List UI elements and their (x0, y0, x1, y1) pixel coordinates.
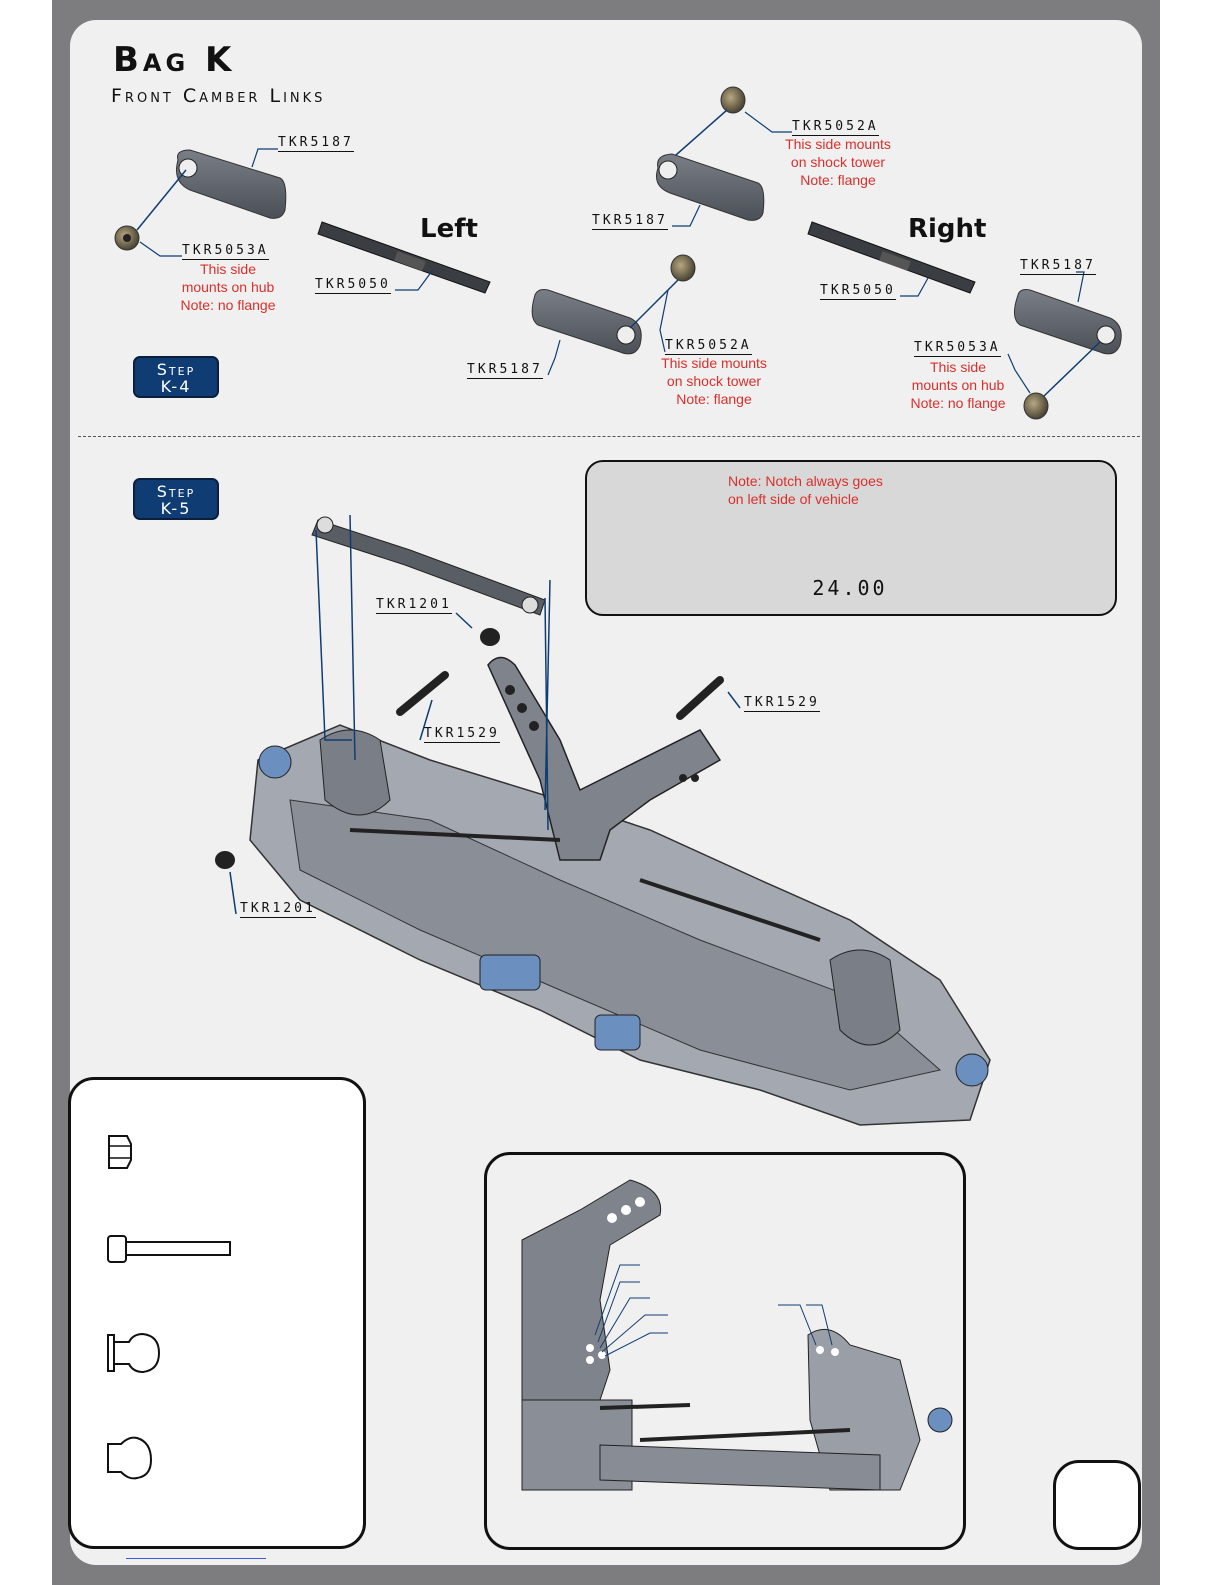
ball-flange-icon (107, 1332, 161, 1374)
locknut-icon (108, 1135, 132, 1169)
hub-note-right: This side mounts on hub Note: no flange (898, 358, 1018, 412)
ball-stud-right (1023, 392, 1049, 420)
part-number-rod-end: TKR5187 (467, 362, 543, 379)
hub-note-line: Note: no flange (180, 297, 276, 313)
hub-note-line: Note: no flange (910, 395, 1006, 411)
link-length-dimension: 24.00 (812, 576, 888, 600)
tower-note-line: This side mounts (661, 355, 767, 371)
step-k5-badge: Step K-5 (133, 478, 219, 520)
rod-end-right (1014, 289, 1122, 355)
notch-note: Note: Notch always goes on left side of … (728, 472, 883, 508)
part-number-screw: TKR1529 (424, 726, 500, 743)
tower-note-line: Note: flange (676, 391, 752, 407)
right-side-label: Right (908, 214, 987, 244)
step-k5-number: K-5 (160, 499, 192, 518)
part-number-rod-end: TKR5187 (1020, 258, 1096, 275)
footer-link-line (126, 1558, 266, 1559)
section-divider (78, 436, 1140, 437)
part-number-ball-flange: TKR5052A (792, 119, 879, 136)
detail-view-box (484, 1152, 966, 1550)
hub-note-line: This side (199, 261, 257, 277)
page-number-box (1053, 1460, 1141, 1550)
chassis-assembly (215, 516, 991, 1126)
notch-detail-box (585, 460, 1117, 616)
part-number-rod-end: TKR5187 (278, 135, 354, 152)
notch-note-line: Note: Notch always goes (728, 473, 883, 489)
part-number-turnbuckle: TKR5050 (315, 277, 391, 294)
tower-note-top: This side mounts on shock tower Note: fl… (778, 135, 898, 189)
part-number-locknut: TKR1201 (240, 901, 316, 918)
rod-end-left (176, 149, 287, 219)
hub-note-line: This side (929, 359, 987, 375)
rod-end-bottom-mid (531, 289, 642, 355)
ball-stud-left (114, 225, 140, 251)
turnbuckle-right (807, 221, 976, 294)
hub-note-line: mounts on hub (181, 279, 275, 295)
tower-note-line: on shock tower (666, 373, 762, 389)
step-k4-badge: Step K-4 (133, 356, 219, 398)
step-k4-word: Step (156, 360, 196, 379)
part-number-turnbuckle: TKR5050 (820, 283, 896, 300)
tower-note-mid: This side mounts on shock tower Note: fl… (654, 354, 774, 408)
ball-no-flange-icon (107, 1436, 153, 1480)
ball-stud-mid (670, 254, 696, 282)
part-number-ball-no-flange: TKR5053A (182, 243, 269, 260)
tower-note-line: on shock tower (790, 154, 886, 170)
part-number-screw: TKR1529 (744, 695, 820, 712)
notch-note-line: on left side of vehicle (728, 491, 859, 507)
ball-stud-top-right (720, 86, 746, 114)
hardware-box (68, 1077, 366, 1549)
shock-tower-detail (521, 1179, 953, 1491)
hub-note-line: mounts on hub (911, 377, 1005, 393)
tower-note-line: This side mounts (785, 136, 891, 152)
rod-end-top-right (656, 153, 765, 221)
left-side-label: Left (420, 214, 478, 244)
page-subtitle: Front Camber Links (111, 85, 326, 107)
part-number-ball-no-flange: TKR5053A (914, 340, 1001, 357)
step-k4-number: K-4 (160, 377, 192, 396)
part-number-ball-flange: TKR5052A (665, 338, 752, 355)
part-number-locknut: TKR1201 (376, 597, 452, 614)
turnbuckle-left (317, 221, 491, 294)
tower-note-line: Note: flange (800, 172, 876, 188)
part-number-rod-end: TKR5187 (592, 213, 668, 230)
page-title: Bag K (113, 40, 236, 80)
hub-note-left: This side mounts on hub Note: no flange (168, 260, 288, 314)
screw-icon (107, 1235, 231, 1263)
step-k5-word: Step (156, 482, 196, 501)
